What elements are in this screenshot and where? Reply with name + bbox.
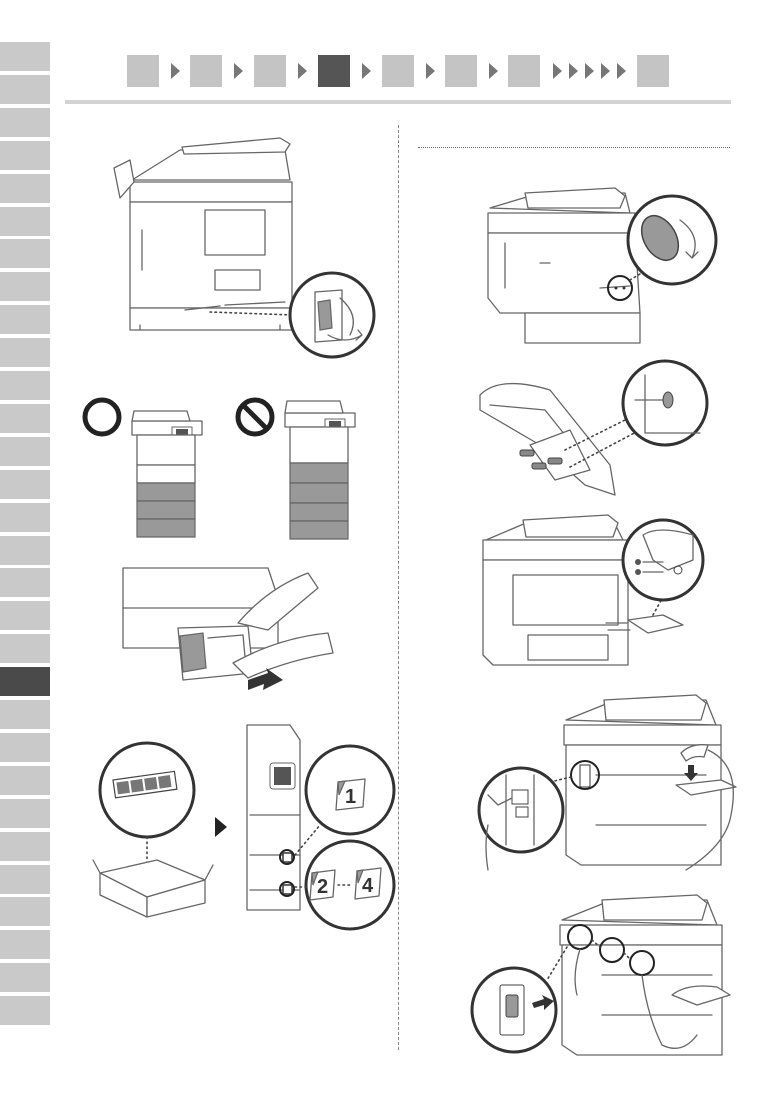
- side-tab: [0, 174, 50, 203]
- cradle-screws-illustration: [470, 355, 720, 505]
- side-tab: [0, 272, 50, 301]
- step-arrow-icon: [426, 63, 435, 79]
- drawer-hands-illustration: [118, 568, 338, 713]
- side-tab: [0, 799, 50, 828]
- header-rule: [65, 100, 731, 104]
- side-tab: [0, 42, 50, 71]
- side-tab: [0, 338, 50, 367]
- step-arrow-icon: [362, 63, 371, 79]
- side-tab: [0, 239, 50, 268]
- side-tab: [0, 766, 50, 795]
- step-arrow-icon: [298, 63, 307, 79]
- stack-config-illustration: [80, 395, 370, 545]
- prohibited-icon: [238, 400, 272, 434]
- printer-lever-illustration: [100, 130, 390, 370]
- side-tab: [0, 437, 50, 466]
- side-tab: [0, 108, 50, 137]
- step-arrow-icon: [617, 63, 626, 79]
- side-tab: [0, 733, 50, 762]
- step-arrow-icon: [601, 63, 610, 79]
- phone-line-illustration: [476, 695, 741, 880]
- side-tab: [0, 601, 50, 630]
- step-box: [637, 55, 669, 87]
- printer-cradle-illustration: [478, 515, 728, 665]
- side-tab: [0, 371, 50, 400]
- step-arrow-icon: [569, 63, 578, 79]
- side-tab: [0, 634, 50, 663]
- cassette-label-1: 1: [345, 786, 356, 808]
- side-tab: [0, 305, 50, 334]
- side-tab: [0, 404, 50, 433]
- step-box: [318, 55, 350, 87]
- side-tab: [0, 832, 50, 861]
- side-tab: [0, 470, 50, 499]
- step-box: [190, 55, 222, 87]
- step-arrow-icon: [171, 63, 180, 79]
- cassette-label-2: 2: [317, 876, 328, 898]
- side-tab: [0, 503, 50, 532]
- step-box: [508, 55, 540, 87]
- side-tab: [0, 700, 50, 729]
- step-box: [127, 55, 159, 87]
- ok-circle-icon: [85, 400, 119, 434]
- step-arrow-icon: [234, 63, 243, 79]
- side-tab: [0, 568, 50, 597]
- step-box: [254, 55, 286, 87]
- section-rule: [418, 147, 730, 148]
- step-box: [382, 55, 414, 87]
- step-box: [445, 55, 477, 87]
- side-tab: [0, 141, 50, 170]
- side-tab: [0, 963, 50, 992]
- side-tab: [0, 75, 50, 104]
- cassette-label-4: 4: [362, 875, 374, 897]
- step-arrow-icon: [585, 63, 594, 79]
- side-tab: [0, 667, 50, 696]
- side-tab: [0, 897, 50, 926]
- side-tab: [0, 930, 50, 959]
- printer-cap-illustration: [480, 188, 720, 348]
- side-tab: [0, 996, 50, 1025]
- step-arrow-icon: [489, 63, 498, 79]
- side-tab: [0, 536, 50, 565]
- side-tab: [0, 865, 50, 894]
- label-sheet-illustration: 1 2 4: [95, 725, 405, 950]
- side-tab: [0, 207, 50, 236]
- power-connection-illustration: [472, 895, 737, 1060]
- step-arrow-icon: [553, 63, 562, 79]
